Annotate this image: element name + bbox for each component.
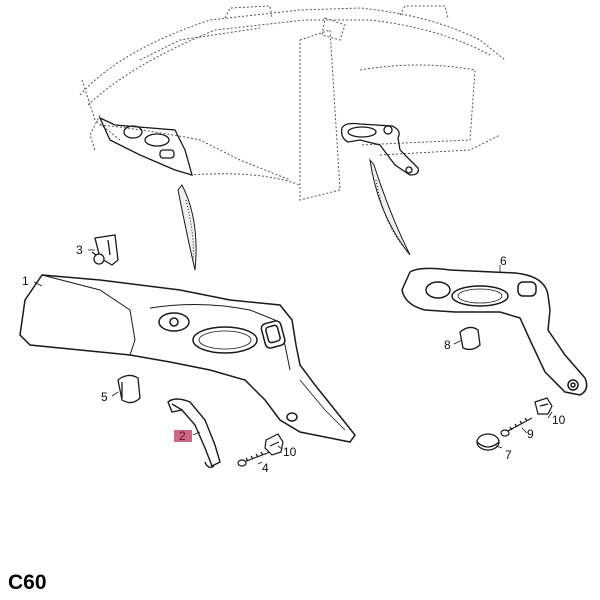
callout-7: 7: [505, 448, 512, 462]
highlight-marker: [174, 430, 192, 442]
part-6-trim-bracket: [401, 267, 588, 396]
part-5-cap: [117, 374, 141, 404]
part-1-trim-panel: [19, 274, 356, 443]
car-body-outline: [79, 5, 506, 201]
rear-quarter-panel-in-car: [98, 116, 193, 176]
callout-3: 3: [76, 243, 83, 257]
part-3-clip: [91, 234, 119, 266]
diagram-code-label: C60: [8, 571, 47, 594]
callout-leaders: [33, 249, 553, 465]
callout-9: 9: [527, 427, 534, 441]
part-10-clip-right: [534, 397, 553, 415]
part-8-cap: [459, 326, 481, 351]
part-4-screw: [237, 451, 271, 467]
callout-10-left: 10: [283, 445, 297, 459]
callout-5: 5: [101, 390, 108, 404]
callout-1: 1: [22, 274, 29, 288]
part-7-round-cap: [476, 433, 500, 451]
callout-2: 2: [179, 429, 186, 443]
leader-swoosh-right: [369, 158, 411, 256]
callout-10-right: 10: [552, 413, 566, 427]
callout-6: 6: [500, 254, 507, 268]
part-10-clip-left: [264, 433, 284, 456]
part-9-screw: [500, 417, 533, 437]
callout-8: 8: [444, 338, 451, 352]
part-2-trim-strip: [167, 398, 221, 469]
rear-quarter-panel-right-in-car: [340, 122, 419, 176]
leader-swoosh-left: [177, 184, 197, 271]
callout-4: 4: [262, 461, 269, 475]
